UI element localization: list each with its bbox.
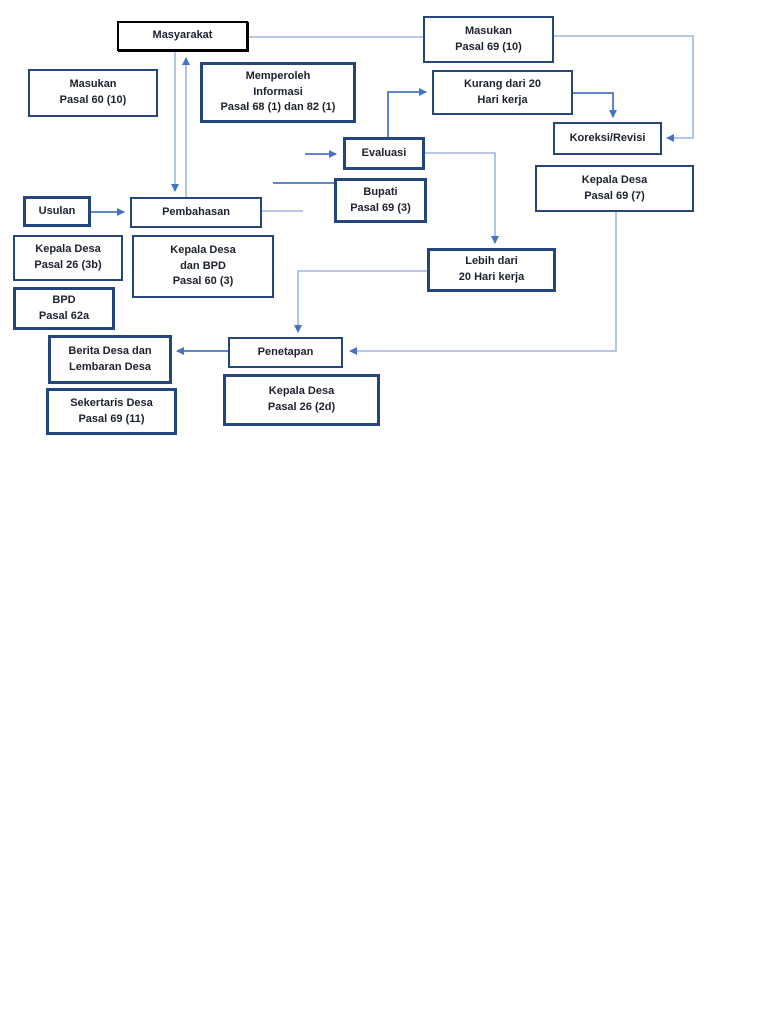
- node-sublabel: Pasal 69 (3): [350, 201, 411, 214]
- node-sublabel: Pasal 69 (7): [584, 189, 645, 202]
- node-kepala-desa-pasal-69-7: Kepala Desa Pasal 69 (7): [535, 165, 694, 212]
- node-label: Usulan: [38, 204, 76, 217]
- node-label: Koreksi/Revisi: [569, 131, 646, 144]
- connector-kepaladesa697-to-penetapan: [349, 212, 617, 355]
- node-evaluasi: Evaluasi: [343, 137, 425, 170]
- node-label: Sekertaris Desa: [70, 396, 153, 409]
- node-sublabel: Pasal 62a: [38, 309, 90, 322]
- node-sublabel: Pasal 26 (3b): [34, 259, 102, 271]
- node-bupati-pasal-69-3: Bupati Pasal 69 (3): [334, 178, 427, 223]
- node-sublabel: Pasal 26 (2d): [267, 401, 336, 413]
- node-sublabel: Pasal 68 (1) dan 82 (1): [220, 101, 336, 114]
- node-label: Masyarakat: [152, 29, 213, 42]
- connector-lebihdari-to-penetapan: [294, 270, 427, 333]
- node-label: Bupati: [363, 185, 398, 198]
- node-label: Evaluasi: [361, 146, 407, 159]
- node-label: Masukan: [464, 24, 513, 37]
- node-label: Lebih dari: [465, 255, 518, 268]
- node-label: Kepala Desa: [35, 243, 101, 256]
- node-sekertaris-desa: Sekertaris Desa Pasal 69 (11): [46, 388, 177, 435]
- node-label: BPD: [52, 293, 76, 306]
- connectors-mid: [91, 88, 617, 355]
- node-masyarakat: Masyarakat: [117, 21, 248, 51]
- node-kepala-desa-pasal-26-3b: Kepala Desa Pasal 26 (3b): [13, 235, 123, 281]
- node-bpd-pasal-62a: BPD Pasal 62a: [13, 287, 115, 330]
- node-label: Kepala Desa: [170, 243, 236, 256]
- node-sublabel: Pasal 69 (11): [78, 412, 145, 425]
- node-kepala-desa-dan-bpd: Kepala Desa dan BPD Pasal 60 (3): [132, 235, 274, 298]
- node-lebih-dari-20-hari: Lebih dari 20 Hari kerja: [427, 248, 556, 292]
- connector-kurang-to-koreksi: [573, 92, 617, 118]
- node-label: Kepala Desa: [268, 385, 335, 398]
- connector-evaluasi-to-lebihdari: [425, 152, 499, 244]
- node-label: dan BPD: [180, 259, 226, 272]
- node-usulan: Usulan: [23, 196, 91, 227]
- node-sublabel: 20 Hari kerja: [458, 271, 525, 283]
- node-label: Penetapan: [257, 345, 314, 358]
- node-sublabel: Lembaran Desa: [69, 360, 151, 373]
- connectors-light: [171, 35, 694, 355]
- node-label: Berita Desa dan: [68, 344, 152, 357]
- connector-evaluasi-to-kurang: [387, 88, 427, 137]
- node-sublabel: Hari kerja: [477, 93, 528, 106]
- node-label: Masukan: [69, 78, 117, 91]
- node-pembahasan: Pembahasan: [130, 197, 262, 228]
- node-masukan-pasal-60-10: Masukan Pasal 60 (10): [28, 69, 158, 117]
- node-kepala-desa-pasal-26-2d: Kepala Desa Pasal 26 (2d): [223, 374, 380, 426]
- node-label: Pembahasan: [162, 205, 230, 218]
- node-masukan-pasal-69-10: Masukan Pasal 69 (10): [423, 16, 554, 63]
- node-berita-desa-lembaran-desa: Berita Desa dan Lembaran Desa: [48, 335, 172, 384]
- node-label: Informasi: [253, 85, 303, 98]
- node-penetapan: Penetapan: [228, 337, 343, 368]
- node-memperoleh-informasi: Memperoleh Informasi Pasal 68 (1) dan 82…: [200, 62, 356, 123]
- connector-masukan-to-koreksi: [554, 35, 694, 142]
- node-sublabel: Pasal 69 (10): [455, 40, 522, 53]
- node-sublabel: Pasal 60 (10): [59, 94, 127, 106]
- node-label: Kepala Desa: [581, 173, 648, 186]
- node-label: Memperoleh: [245, 69, 311, 82]
- node-koreksi-revisi: Koreksi/Revisi: [553, 122, 662, 155]
- node-kurang-dari-20-hari: Kurang dari 20 Hari kerja: [432, 70, 573, 115]
- node-label: Kurang dari 20: [463, 77, 542, 90]
- node-sublabel: Pasal 60 (3): [172, 275, 234, 288]
